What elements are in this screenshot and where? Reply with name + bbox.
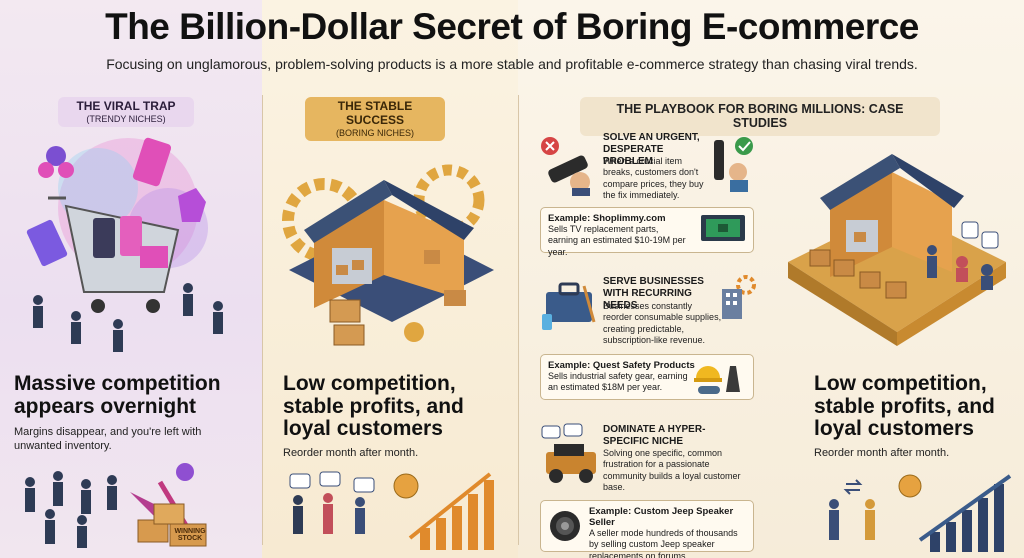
viral-body: Margins disappear, and you're left with … bbox=[14, 426, 202, 453]
jeep-icon bbox=[541, 423, 596, 483]
example-quest-safety-title: Example: Quest Safety Products bbox=[548, 360, 695, 371]
example-jeep-speaker-title: Example: Custom Jeep Speaker Seller bbox=[589, 506, 734, 528]
stable-success-sublabel: (BORING NICHES) bbox=[335, 127, 414, 138]
stable-headline: Low competition, stable profits, and loy… bbox=[283, 372, 464, 441]
viral-scramble-illustration bbox=[25, 463, 207, 548]
viral-trap-label: THE VIRAL TRAP (TRENDY NICHES) bbox=[58, 97, 194, 128]
case-recurring-heading: SERVE BUSINESSES WITH RECURRING NEEDS bbox=[603, 276, 704, 311]
example-shoplimmy-body: Sells TV replacement parts, earning an e… bbox=[548, 224, 686, 257]
page-subtitle: Focusing on unglamorous, problem-solving… bbox=[106, 56, 918, 72]
speaker-icon bbox=[550, 511, 580, 541]
example-jeep-speaker-body: A seller mode hundreds of thousands by s… bbox=[589, 528, 738, 558]
case-niche-body: Solving one specific, common frustration… bbox=[603, 448, 741, 492]
right-headline: Low competition, stable profits, and loy… bbox=[814, 372, 995, 441]
example-shoplimmy-title: Example: Shoplimmy.com bbox=[548, 213, 666, 224]
stable-success-title: THE STABLE SUCCESS bbox=[337, 99, 413, 127]
case-niche-heading: DOMINATE A HYPER-SPECIFIC NICHE bbox=[603, 424, 706, 447]
case-urgent-body: When a crucial item breaks, customers do… bbox=[603, 156, 704, 200]
case-recurring-body: Businesses constantly reorder consumable… bbox=[603, 301, 722, 345]
viral-trap-title: THE VIRAL TRAP bbox=[76, 99, 176, 113]
right-growth-illustration bbox=[829, 474, 1012, 552]
winning-stock-box-label: WINNING STOCK bbox=[174, 528, 206, 542]
warehouse-illustration bbox=[282, 164, 494, 346]
case-urgent-heading: SOLVE AN URGENT, DESPERATE PROBLEM bbox=[603, 132, 700, 167]
viral-trap-sublabel: (TRENDY NICHES) bbox=[86, 113, 166, 124]
toolbox-icon bbox=[542, 282, 596, 330]
divider-left bbox=[262, 95, 263, 545]
stable-success-label: THE STABLE SUCCESS (BORING NICHES) bbox=[305, 97, 445, 141]
stable-growth-illustration bbox=[289, 471, 494, 550]
example-quest-safety-body: Sells industrial safety gear, earning an… bbox=[548, 371, 688, 393]
safety-gear-icon bbox=[694, 366, 740, 394]
playbook-warehouse-illustration bbox=[788, 154, 1006, 346]
viral-cart-illustration bbox=[26, 137, 223, 352]
example-shoplimmy: Example: Shoplimmy.com Sells TV replacem… bbox=[540, 207, 754, 257]
stable-body: Reorder month after month. bbox=[283, 447, 419, 459]
right-body: Reorder month after month. bbox=[814, 447, 950, 459]
viral-headline: Massive competition appears overnight bbox=[14, 372, 221, 418]
playbook-label: THE PLAYBOOK FOR BORING MILLIONS: CASE S… bbox=[580, 97, 940, 136]
building-gear-icon bbox=[722, 275, 756, 319]
checkmark-icon bbox=[714, 137, 753, 192]
tv-remote-icon bbox=[541, 137, 590, 196]
divider-right bbox=[518, 95, 519, 545]
page-title: The Billion-Dollar Secret of Boring E-co… bbox=[105, 6, 919, 47]
circuit-board-icon bbox=[701, 215, 745, 241]
